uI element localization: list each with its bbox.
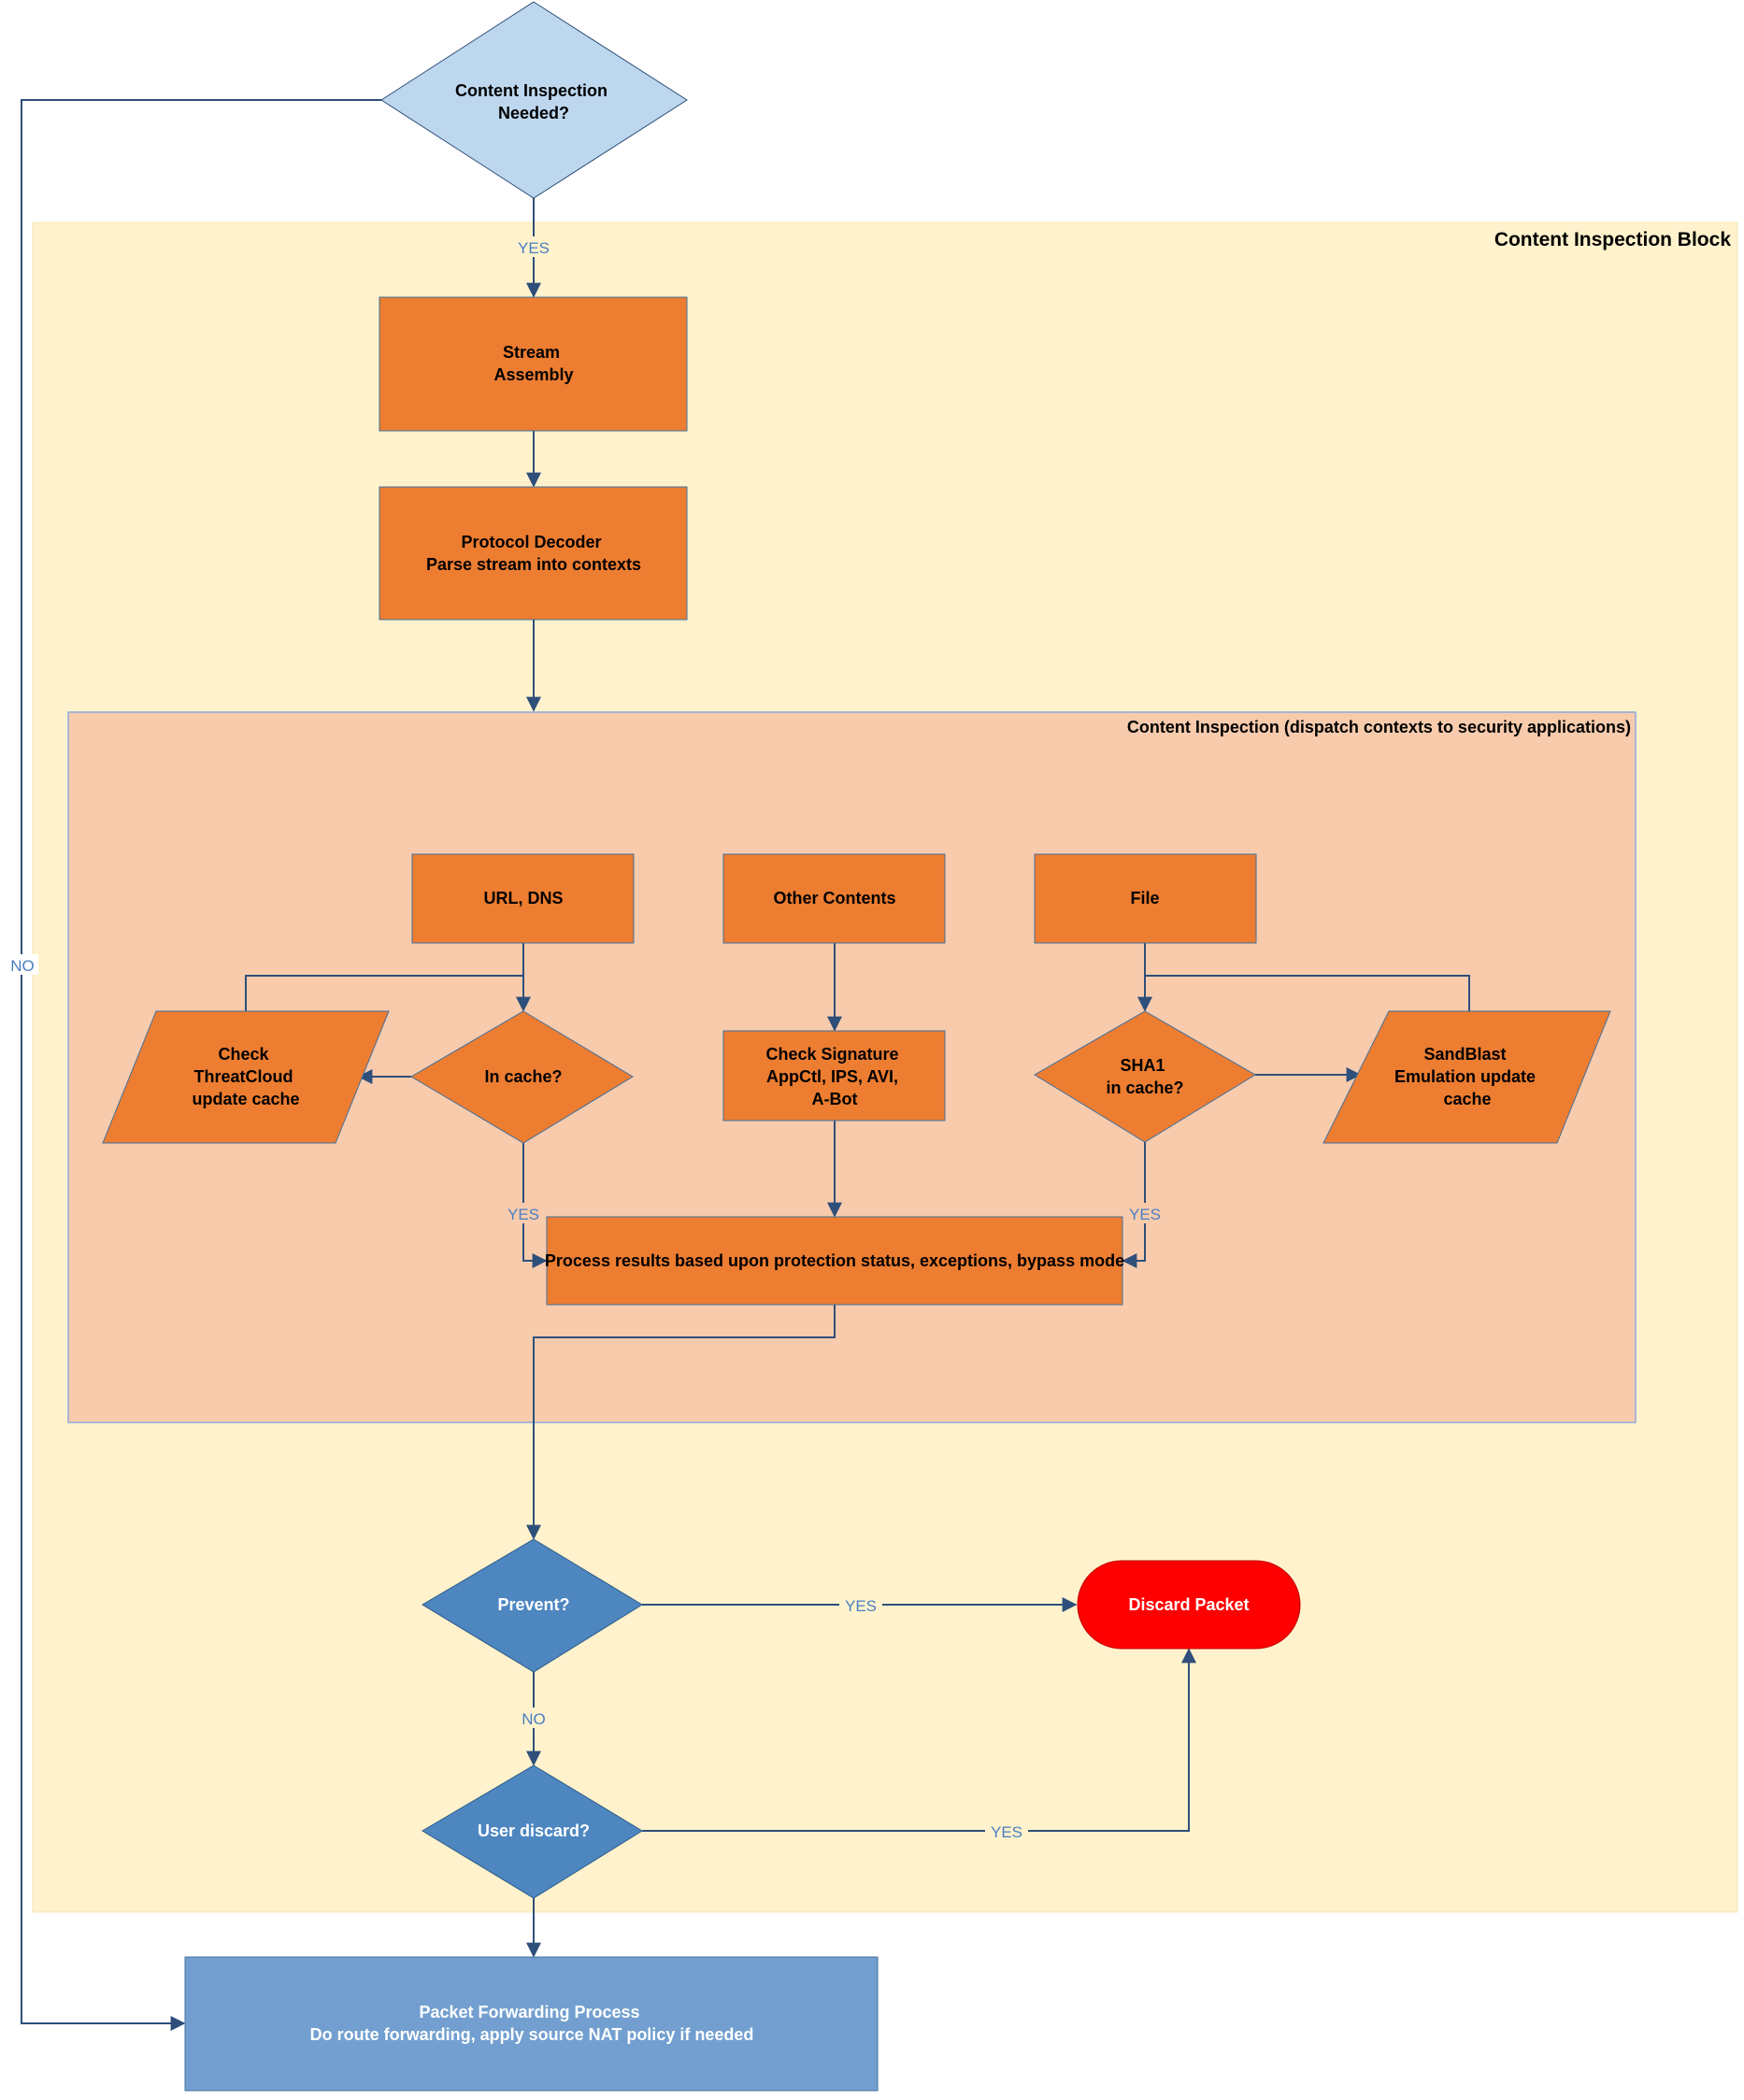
node-protocol-decoder: Protocol Decoder Parse stream into conte… <box>379 486 688 621</box>
user-discard-label: User discard? <box>478 1821 590 1840</box>
edge-threatcloud-to-incache <box>245 975 523 1011</box>
forwarding-line-1: Packet Forwarding Process <box>419 2003 639 2021</box>
svg-text:Content Inspection Neede: Content Inspection Needed? <box>455 81 612 122</box>
node-process-results: Process results based upon protection st… <box>545 1216 1124 1306</box>
label-prevent-yes: YES <box>845 1597 877 1615</box>
content-inspection-area-title: Content Inspection (dispatch contexts to… <box>1127 718 1631 736</box>
stream-line-2: Assembly <box>493 365 573 384</box>
label-prevent-no: NO <box>522 1710 546 1728</box>
node-prevent: Prevent? <box>422 1538 643 1673</box>
edge-process-to-prevent <box>526 1305 836 1540</box>
sandblast-line-2: Emulation update <box>1394 1067 1536 1086</box>
node-stream-assembly: Stream Assembly <box>379 296 688 432</box>
svg-text:Stream Assembly: Stream Assembly <box>493 343 573 384</box>
node-in-cache: In cache? <box>410 1010 634 1144</box>
svg-text:Packet Forwarding Process: Packet Forwarding Process Do route forwa… <box>310 2003 754 2044</box>
svg-text:Check Signature AppCtl,: Check Signature AppCtl, IPS, AVI, A-Bot <box>765 1045 903 1108</box>
file-label: File <box>1130 889 1159 907</box>
sandblast-line-1: SandBlast <box>1423 1045 1506 1064</box>
node-user-discard: User discard? <box>422 1764 643 1899</box>
svg-text:Check ThreatCloud: Check ThreatCloud update cache <box>192 1045 299 1108</box>
discard-packet-label: Discard Packet <box>1128 1595 1249 1614</box>
threatcloud-line-3: update cache <box>192 1090 299 1108</box>
needed-line-1: Content Inspection <box>455 81 608 100</box>
threatcloud-line-2: ThreatCloud <box>193 1067 293 1086</box>
edge-userdiscard-yes <box>642 1648 1196 1832</box>
node-file: File <box>1034 853 1257 944</box>
content-inspection-block-title: Content Inspection Block <box>1494 229 1732 250</box>
edge-incache-yes <box>522 1143 548 1268</box>
node-sha1-in-cache: SHA1 in cache? <box>1034 1010 1256 1143</box>
edges <box>21 99 1470 2031</box>
needed-line-2: Needed? <box>498 104 569 122</box>
sha1-line-2: in cache? <box>1106 1079 1183 1097</box>
prevent-label: Prevent? <box>497 1595 569 1614</box>
node-packet-forwarding: Packet Forwarding Process Do route forwa… <box>184 1956 879 2092</box>
decoder-line-1: Protocol Decoder <box>461 533 601 551</box>
signature-line-3: A-Bot <box>812 1090 858 1108</box>
label-needed-yes: YES <box>518 239 550 257</box>
node-check-signature: Check Signature AppCtl, IPS, AVI, A-Bot <box>722 1030 946 1121</box>
label-userdiscard-yes: YES <box>991 1823 1022 1841</box>
edge-sandblast-to-sha1 <box>1145 975 1470 1011</box>
signature-line-2: AppCtl, IPS, AVI, <box>766 1067 898 1086</box>
edge-needed-no <box>21 99 381 2031</box>
label-needed-no: NO <box>10 957 35 975</box>
signature-line-1: Check Signature <box>765 1045 898 1064</box>
node-sandblast: SandBlast Emulation update cache <box>1322 1010 1611 1144</box>
stream-line-1: Stream <box>503 343 560 362</box>
node-content-inspection-needed: Content Inspection Needed? <box>380 1 688 199</box>
forwarding-line-2: Do route forwarding, apply source NAT po… <box>310 2025 754 2044</box>
svg-text:Protocol Decoder Parse s: Protocol Decoder Parse stream into conte… <box>426 533 641 574</box>
sandblast-line-3: cache <box>1443 1090 1491 1108</box>
other-contents-label: Other Contents <box>773 889 895 907</box>
url-dns-label: URL, DNS <box>484 889 564 907</box>
sha1-line-1: SHA1 <box>1120 1056 1165 1075</box>
decoder-line-2: Parse stream into contexts <box>426 555 641 574</box>
process-results-label: Process results based upon protection st… <box>545 1251 1124 1270</box>
node-check-threatcloud: Check ThreatCloud update cache <box>102 1010 390 1144</box>
label-incache-yes: YES <box>507 1206 539 1223</box>
threatcloud-line-1: Check <box>218 1045 269 1064</box>
edge-sha1-yes <box>1122 1142 1146 1268</box>
node-url-dns: URL, DNS <box>411 853 635 944</box>
node-other-contents: Other Contents <box>722 853 946 944</box>
in-cache-label: In cache? <box>484 1067 562 1086</box>
svg-text:SandBlast Emulation upda: SandBlast Emulation update cache <box>1394 1045 1540 1108</box>
node-discard-packet: Discard Packet <box>1077 1560 1301 1650</box>
label-sha1-yes: YES <box>1129 1206 1161 1223</box>
svg-text:SHA1 in cache?: SHA1 in cache? <box>1106 1056 1183 1097</box>
edge-labels: YES NO YES YES YES NO YES <box>5 236 1166 1841</box>
